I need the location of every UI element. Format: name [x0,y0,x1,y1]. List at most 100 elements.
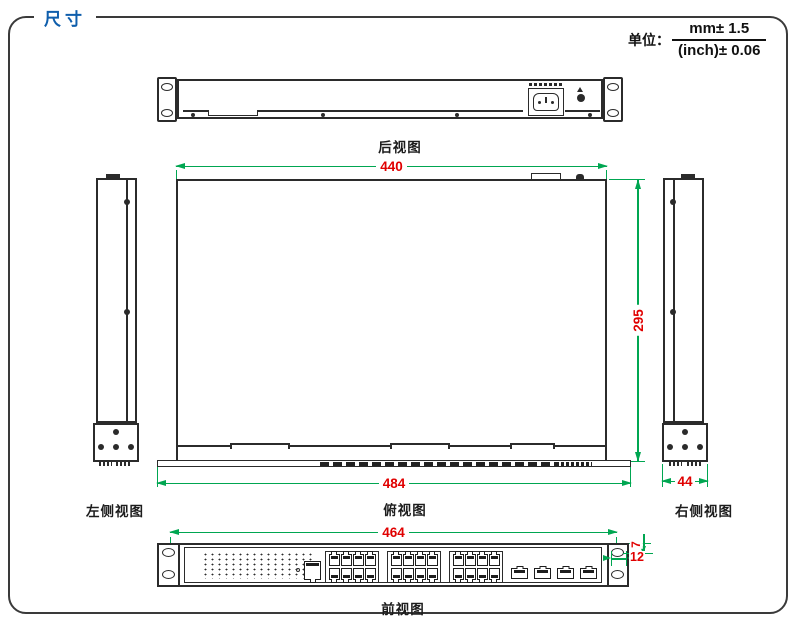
front-console-port [304,561,321,583]
extension-line [630,467,631,487]
arrow-left-icon [175,163,185,169]
arrow-left-icon [169,529,179,535]
left-view-label: 左侧视图 [86,504,144,519]
dim-top-width-value: 440 [376,160,407,173]
rear-ear-hole [607,109,619,117]
top-view-side-edge [176,447,178,461]
dim-top-depth: 295 [631,179,646,462]
rj45-port [352,567,364,583]
rj45-port [364,550,376,566]
left-view-panel-seam [126,180,128,423]
rear-ear-hole [607,83,619,91]
rj45-port [402,550,414,566]
rear-screw [191,113,195,117]
rj45-port [452,550,464,566]
rj45-port [476,567,488,583]
rj45-port [328,567,340,583]
sfp-port [557,565,574,579]
rj45-port [464,550,476,566]
left-view-top-tab [106,174,120,179]
right-view-body [663,178,704,423]
dim-front-offset-v-line [643,534,645,553]
top-view-ground-screw [576,174,584,179]
right-view-bracket-screw [682,444,688,450]
arrow-right-icon [608,529,618,535]
page-frame [8,16,788,614]
top-view-edge-tab [390,443,450,449]
rear-view-label: 后视图 [378,140,422,155]
dim-front-hole-span: 464 [169,526,618,539]
right-view-foot [687,462,702,466]
rear-screw [588,113,592,117]
extension-line [609,179,645,180]
extension-line [662,464,663,487]
dim-front-offset-h-value: 12 [629,550,645,564]
unit-fraction: mm± 1.5 (inch)± 0.06 [672,20,767,59]
right-view-top-tab [681,174,695,179]
dim-top-width: 440 [175,160,608,173]
sfp-port [580,565,597,579]
right-view-foot [669,462,682,466]
rj45-port [340,567,352,583]
arrow-right-icon [598,163,608,169]
page-title: 尺寸 [34,5,96,30]
rear-panel-seam [565,110,600,112]
arrow-down-icon [634,452,641,462]
unit-inch-tolerance: (inch)± 0.06 [678,42,761,59]
arrow-right-icon [622,480,632,486]
rear-ground-screw [577,94,585,102]
top-view-edge-tab [510,443,555,449]
left-view-screw [124,199,130,205]
arrow-right-icon [699,478,709,484]
rj45-port [402,567,414,583]
front-ear-hole [611,570,624,579]
unit-mm-tolerance: mm± 1.5 [672,20,767,41]
top-view-edge-tab [230,443,290,449]
left-view-foot [116,462,131,466]
rear-power-pin [551,101,554,104]
right-view-bracket-screw [667,444,673,450]
rear-power-pin [538,101,541,104]
arrow-down-icon [640,546,646,554]
top-view-label: 俯视图 [383,503,427,518]
front-vent-grid [201,551,315,579]
top-view-side-edge [605,447,607,461]
rj45-port [426,550,438,566]
sfp-port [534,565,551,579]
front-led-indicator [296,568,300,572]
sfp-port [511,565,528,579]
rear-screw [455,113,459,117]
right-view-screw [670,309,676,315]
top-view-power-inlet [531,173,561,180]
rear-panel-recess [208,110,258,116]
rear-ear-hole [161,109,173,117]
rear-ground-arrow-icon [577,87,583,92]
front-ear-divider [178,544,180,586]
rj45-port [390,550,402,566]
dim-right-thickness-value: 44 [675,474,695,489]
arrow-up-icon [634,179,641,189]
left-view-foot [99,462,112,466]
top-view-port-marks [320,461,556,466]
rj45-port [390,567,402,583]
right-view-panel-seam [673,180,675,423]
rj45-port [414,567,426,583]
rear-panel-seam [183,110,523,112]
left-view-bracket-screw [128,444,134,450]
extension-line [707,464,708,487]
dim-top-overall-width-value: 484 [378,477,410,490]
rj45-port [426,567,438,583]
dim-front-offset-h-line [611,558,627,560]
arrow-left-icon [156,480,166,486]
rj45-port [464,567,476,583]
dim-front-offset-v-value: 7 [628,540,643,549]
rj45-port [452,567,464,583]
rj45-port [476,550,488,566]
rj45-port [488,567,500,583]
rear-screw [321,113,325,117]
dim-front-hole-span-value: 464 [378,526,409,539]
rj45-port [352,550,364,566]
dim-top-depth-value: 295 [631,305,646,336]
rj45-port [340,550,352,566]
